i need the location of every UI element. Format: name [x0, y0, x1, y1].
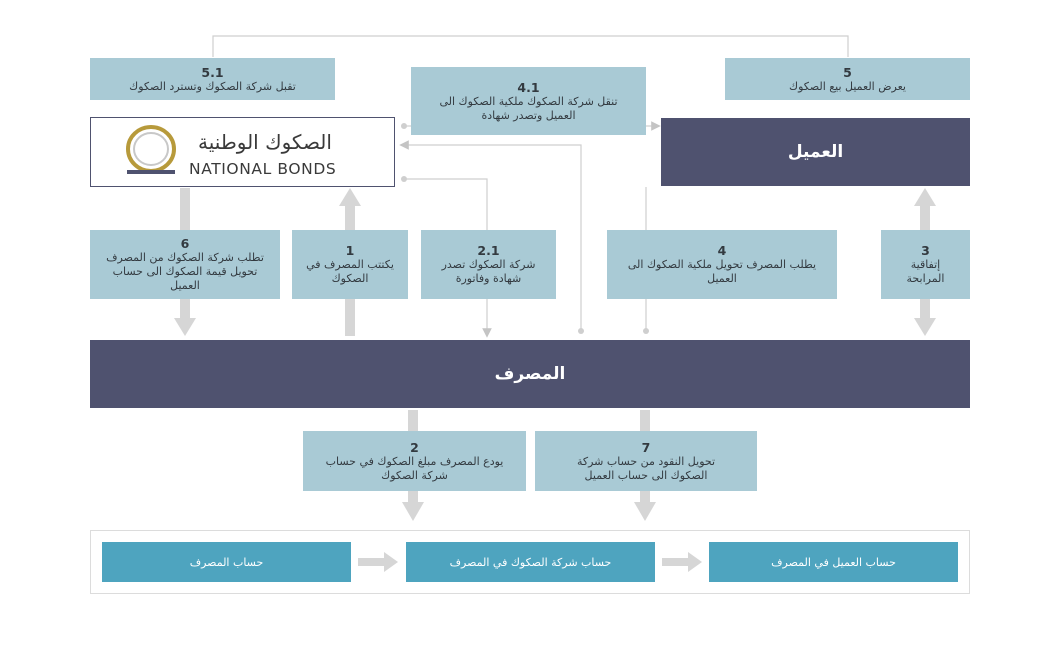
step-2.1-box: 2.1 شركة الصكوك تصدر شهادة وفاتورة — [421, 230, 556, 299]
connector-5-to-5.1 — [212, 35, 849, 57]
customer-account-box: حساب العميل في المصرف — [709, 542, 958, 582]
step-text: يعرض العميل بيع الصكوك — [789, 79, 906, 93]
logo-english-text: NATIONAL BONDS — [189, 160, 337, 178]
step-text: تطلب شركة الصكوك من المصرف تحويل قيمة ال… — [106, 251, 264, 292]
step-7-box: 7 تحويل النقود من حساب شركة الصكوك الى ح… — [535, 431, 757, 491]
national-bonds-logo: الصكوك الوطنية NATIONAL BONDS — [90, 117, 395, 187]
step-number: 4 — [717, 243, 727, 258]
step-text: شركة الصكوك تصدر شهادة وفاتورة — [441, 258, 536, 285]
arrow-right-icon — [358, 552, 398, 572]
step-number: 5.1 — [201, 64, 224, 80]
step-text: إتفاقية المرابحة — [906, 258, 945, 285]
step-2-box: 2 يودع المصرف مبلغ الصكوك في حساب شركة ا… — [303, 431, 526, 491]
bank-account-box: حساب المصرف — [102, 542, 351, 582]
step-number: 1 — [345, 243, 355, 258]
step-text: يطلب المصرف تحويل ملكية الصكوك الى العمي… — [627, 258, 817, 285]
step-number: 2.1 — [477, 243, 500, 258]
bank-box: المصرف — [90, 340, 970, 408]
step-text: تحويل النقود من حساب شركة الصكوك الى حسا… — [576, 454, 716, 482]
step-4.1-box: 4.1 تنقل شركة الصكوك ملكية الصكوك الى ال… — [411, 67, 646, 135]
step-number: 2 — [410, 439, 419, 455]
step-4-box: 4 يطلب المصرف تحويل ملكية الصكوك الى الع… — [607, 230, 837, 299]
step-6-box: 6 تطلب شركة الصكوك من المصرف تحويل قيمة … — [90, 230, 280, 299]
step-1-box: 1 يكتتب المصرف في الصكوك — [292, 230, 408, 299]
step-3-box: 3 إتفاقية المرابحة — [881, 230, 970, 299]
step-number: 4.1 — [517, 79, 540, 95]
step-number: 6 — [180, 236, 190, 251]
step-text: تقبل شركة الصكوك وتسترد الصكوك — [129, 79, 296, 93]
step-text: يكتتب المصرف في الصكوك — [306, 258, 394, 285]
connector-bank-to-logo — [399, 140, 582, 330]
customer-box: العميل — [661, 118, 970, 186]
arrow-right-icon — [662, 552, 702, 572]
step-text: يودع المصرف مبلغ الصكوك في حساب شركة الص… — [325, 454, 504, 482]
step-number: 7 — [641, 439, 651, 455]
step-text: تنقل شركة الصكوك ملكية الصكوك الى العميل… — [439, 94, 618, 122]
step-5-box: 5 يعرض العميل بيع الصكوك — [725, 58, 970, 100]
step-5.1-box: 5.1 تقبل شركة الصكوك وتسترد الصكوك — [90, 58, 335, 100]
step-number: 5 — [843, 64, 852, 80]
national-bonds-emblem-icon — [126, 125, 176, 174]
step-number: 3 — [921, 243, 930, 258]
company-account-box: حساب شركة الصكوك في المصرف — [406, 542, 655, 582]
logo-arabic-text: الصكوك الوطنية — [198, 130, 332, 154]
